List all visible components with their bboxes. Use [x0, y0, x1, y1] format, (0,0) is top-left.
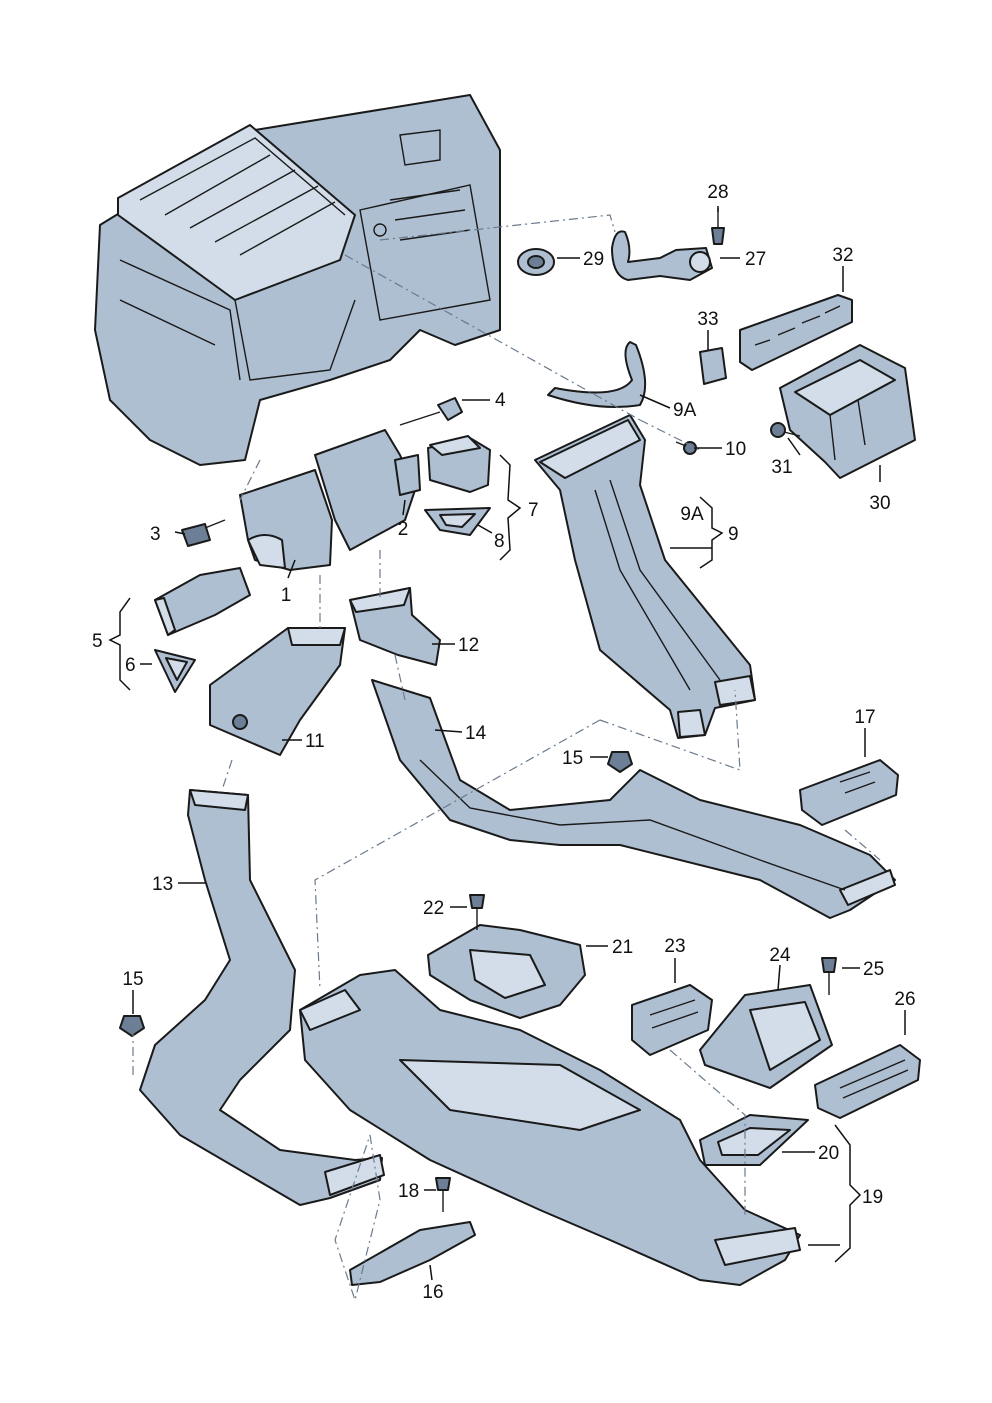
part-15-nut-left: [119, 1015, 145, 1037]
part-28-screw: [711, 208, 725, 245]
label-27: 27: [745, 249, 766, 270]
label-21: 21: [612, 937, 633, 958]
assembly-dashed-lines: [132, 214, 881, 1303]
label-33: 33: [697, 309, 718, 330]
label-7: 7: [528, 500, 539, 521]
part-6-seal: [154, 649, 196, 693]
label-28: 28: [707, 182, 728, 203]
part-8-seal: [424, 507, 491, 536]
leader-lines: [108, 206, 906, 1281]
part-19-console-duct: [299, 969, 801, 1286]
part-18-screw: [435, 1177, 451, 1212]
part-29-grommet: [517, 248, 555, 276]
part-33-clip: [699, 347, 727, 385]
label-23: 23: [664, 936, 685, 957]
part-7-nozzle: [427, 435, 491, 493]
part-21-frame: [427, 924, 586, 1019]
label-17: 17: [854, 707, 875, 728]
label-8: 8: [494, 531, 505, 552]
label-20: 20: [818, 1143, 839, 1164]
label-14: 14: [465, 723, 487, 744]
part-9-center-duct: [534, 414, 756, 739]
part-30-vent-housing: [779, 344, 916, 479]
label-4: 4: [495, 390, 506, 411]
part-12-duct: [349, 587, 441, 666]
part-31-screw: [770, 422, 801, 438]
label-22: 22: [423, 898, 444, 919]
part-5-side-duct: [154, 567, 251, 636]
part-10-screw: [675, 441, 697, 455]
label-32: 32: [832, 245, 853, 266]
label-12: 12: [458, 635, 479, 656]
label-31: 31: [771, 457, 792, 478]
label-6: 6: [125, 655, 136, 676]
part-3-clip: [181, 519, 226, 547]
part-24-bezel: [699, 984, 833, 1089]
label-3: 3: [150, 524, 161, 545]
label-26: 26: [894, 989, 915, 1010]
part-26-rear-vent: [814, 1044, 921, 1119]
part-32-vent-grille: [739, 294, 853, 371]
label-2: 2: [398, 519, 409, 540]
label-19: 19: [862, 1187, 883, 1208]
label-13: 13: [152, 874, 173, 895]
label-10: 10: [725, 439, 746, 460]
part-14-rear-duct: [371, 679, 896, 919]
part-20-seal: [699, 1114, 809, 1166]
heater-housing: [94, 94, 501, 466]
label-18: 18: [398, 1181, 419, 1202]
part-11-footwell-duct: [209, 627, 346, 756]
label-25: 25: [863, 959, 884, 980]
part-17-rear-vent: [799, 759, 899, 826]
label-16: 16: [422, 1282, 443, 1303]
part-23-vent: [631, 984, 713, 1056]
label-24: 24: [769, 945, 791, 966]
part-16-bracket: [349, 1221, 476, 1286]
label-9a-group: 9A: [680, 504, 704, 525]
label-15-left: 15: [122, 969, 143, 990]
part-25-screw: [821, 957, 837, 995]
part-9a-hose: [547, 341, 647, 409]
part-15-nut-top: [607, 751, 633, 773]
part-1-distributor: [239, 469, 333, 571]
part-22-screw: [469, 894, 485, 930]
part-27-sensor: [611, 230, 713, 281]
label-15-top: 15: [562, 748, 583, 769]
label-9a-hose: 9A: [673, 400, 697, 421]
part-13-long-duct: [139, 789, 385, 1206]
label-11: 11: [305, 731, 325, 752]
part-labels: 28 29 27 32 33 4 9A 10 31 30 7 9A 9 2 3 …: [92, 182, 916, 1303]
part-4-actuator: [399, 397, 463, 426]
label-29: 29: [583, 249, 604, 270]
label-1: 1: [281, 585, 292, 606]
label-30: 30: [869, 493, 890, 514]
part-2-distributor: [314, 429, 421, 551]
label-9: 9: [728, 524, 739, 545]
label-5: 5: [92, 631, 103, 652]
